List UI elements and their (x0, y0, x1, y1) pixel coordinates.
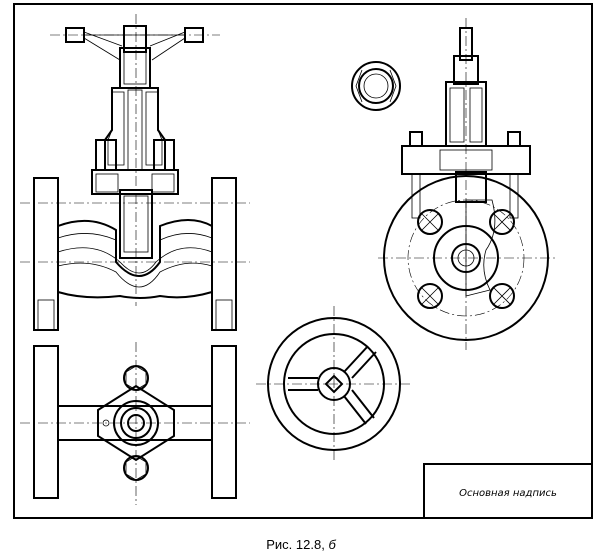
caption-suffix: б (328, 537, 336, 552)
side-view (378, 18, 556, 350)
figure-caption: Рис. 12.8, б (266, 537, 336, 552)
caption-prefix: Рис. 12.8, (266, 537, 328, 552)
title-block-label: Основная надпись (459, 488, 557, 499)
nut-detail-view (351, 61, 401, 111)
title-block (423, 463, 593, 519)
front-section-view (20, 14, 250, 331)
top-plan-view (20, 342, 250, 505)
drawing-frame (13, 3, 593, 519)
handwheel-view (256, 306, 412, 460)
